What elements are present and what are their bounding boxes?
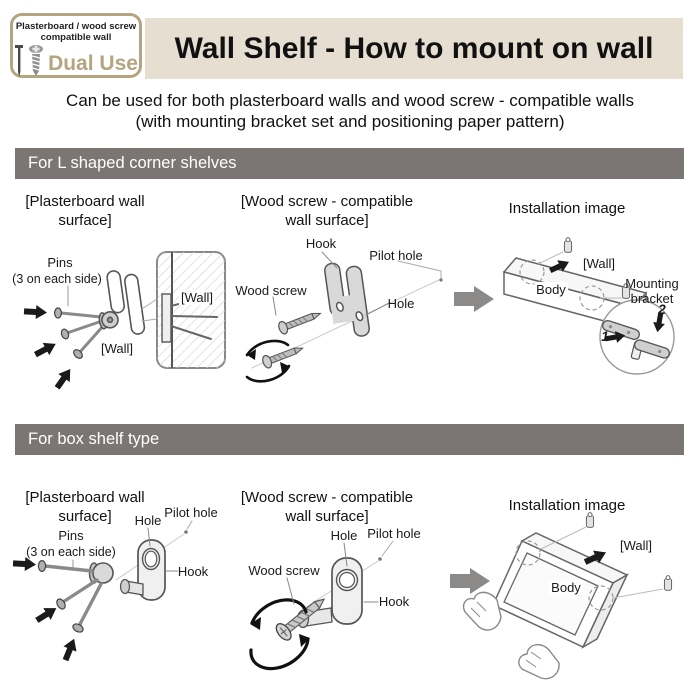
s1-pins-label: Pins [47, 255, 73, 270]
s1-step1-label: 1 [601, 329, 609, 344]
s1-wall-side-label: [Wall] [178, 290, 216, 305]
title-band: Wall Shelf - How to mount on wall [145, 18, 683, 79]
s1-col1-heading: [Plasterboard wall surface] [25, 193, 145, 229]
s2-wall-label: [Wall] [619, 538, 653, 553]
s1-step2-label: 2 [658, 302, 666, 317]
s2-woodscrew-drawing [249, 540, 394, 671]
s2-pins-note-label: (3 on each side) [26, 545, 116, 559]
s1-plasterboard-drawing [23, 251, 226, 392]
s2-wood-screw-label: Wood screw [248, 563, 320, 578]
dual-use-label: Dual Use [48, 51, 138, 75]
intro-line2: (with mounting bracket set and positioni… [135, 112, 565, 131]
section2-bar: For box shelf type [15, 424, 684, 455]
s1-wood-screw-label: Wood screw [235, 283, 307, 298]
nail-icon [14, 45, 24, 82]
s2-col3-heading: Installation image [508, 497, 626, 514]
s2-hole1-label: Hole [134, 513, 162, 528]
badge-line2: compatible wall [40, 32, 112, 43]
s1-col2-heading: [Wood screw - compatible wall surface] [240, 193, 414, 229]
s2-plasterboard-drawing [12, 520, 193, 663]
s2-pilot-hole2-label: Pilot hole [367, 526, 421, 541]
s1-woodscrew-drawing [245, 251, 443, 383]
s1-wall-front-label: [Wall] [100, 341, 134, 356]
badge-line1: Plasterboard / wood screw [15, 21, 137, 32]
s2-pins-label: Pins [58, 528, 84, 543]
screw-icon [28, 45, 44, 82]
s2-hook2-label: Hook [378, 594, 410, 609]
s2-col1-heading: [Plasterboard wall surface] [25, 489, 145, 525]
page-title: Wall Shelf - How to mount on wall [174, 31, 654, 65]
s1-mounting-bracket-label: Mounting bracket [625, 276, 679, 306]
intro-text: Can be used for both plasterboard walls … [0, 90, 700, 132]
s1-pilot-hole-label: Pilot hole [369, 248, 423, 263]
s2-col2-heading: [Wood screw - compatible wall surface] [240, 489, 414, 525]
s2-hook1-label: Hook [177, 564, 209, 579]
s1-body-label: Body [534, 282, 568, 297]
s2-body-label: Body [549, 580, 583, 595]
dual-use-badge: Plasterboard / wood screw compatible wal… [10, 13, 142, 78]
s1-pins-note-label: (3 on each side) [12, 272, 102, 286]
intro-line1: Can be used for both plasterboard walls … [66, 91, 634, 110]
s1-wall-label: [Wall] [582, 256, 616, 271]
s1-col3-heading: Installation image [508, 200, 626, 217]
s1-hook-label: Hook [305, 236, 337, 251]
s2-pilot-hole1-label: Pilot hole [164, 505, 218, 520]
section1-bar: For L shaped corner shelves [15, 148, 684, 179]
s1-hole-label: Hole [387, 296, 415, 311]
s2-hole2-label: Hole [330, 528, 358, 543]
